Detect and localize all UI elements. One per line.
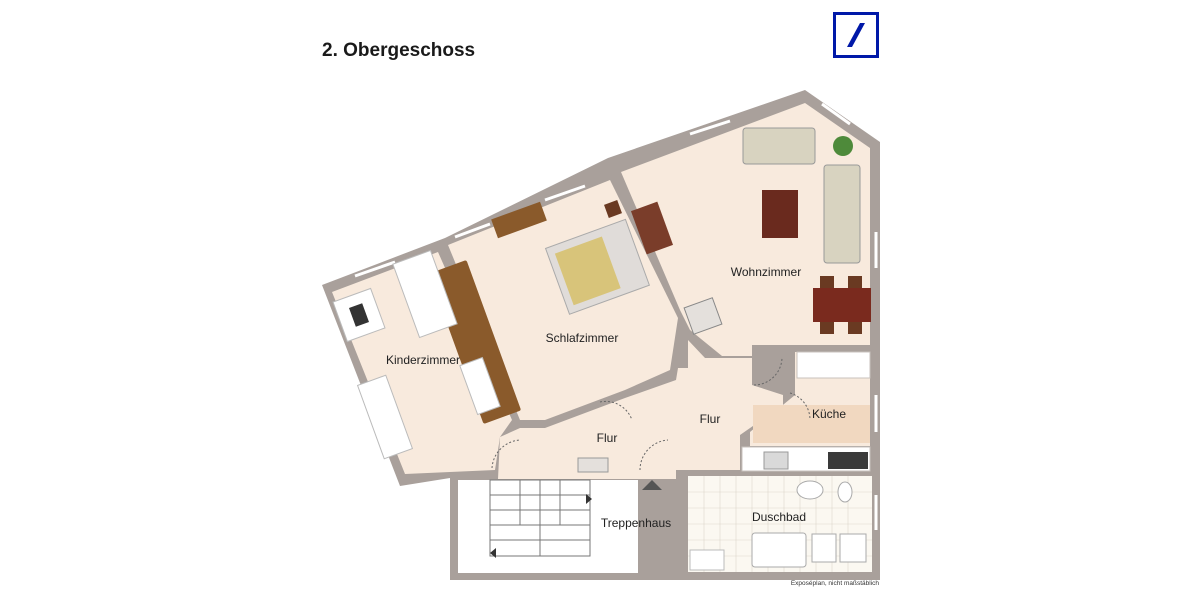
kids-bed — [392, 249, 458, 339]
room-label-flur-left: Flur — [596, 431, 618, 445]
armchair — [683, 297, 723, 335]
room-label-flur-right: Flur — [699, 412, 721, 426]
room-label-kueche: Küche — [811, 407, 847, 421]
deutsche-bank-logo-icon — [833, 12, 879, 58]
washing-machine — [811, 533, 837, 563]
kids-chair — [349, 303, 369, 327]
room-label-treppenhaus: Treppenhaus — [600, 516, 672, 530]
toilet — [837, 481, 853, 503]
kueche-counter-top — [796, 351, 871, 379]
wohnzimmer-floor — [621, 103, 870, 356]
bathtub — [751, 532, 807, 568]
room-label-duschbad: Duschbad — [751, 510, 807, 524]
bed-blanket — [554, 236, 621, 306]
washbasin — [796, 480, 824, 500]
stair-arrow-left — [490, 548, 496, 558]
stair-arrow-right — [586, 494, 592, 504]
nightstand — [604, 200, 622, 218]
room-label-schlafzimmer: Schlafzimmer — [545, 331, 619, 345]
wardrobe — [429, 260, 521, 424]
coffee-table — [762, 190, 798, 238]
kids-table — [459, 356, 501, 416]
dryer — [839, 533, 867, 563]
shower-tray — [689, 549, 725, 571]
page-title: 2. Obergeschoss — [322, 40, 476, 61]
plant — [833, 136, 853, 156]
flur-floor — [498, 340, 783, 479]
sink — [763, 451, 789, 470]
flur-cabinet — [577, 457, 609, 473]
room-label-kinderzimmer: Kinderzimmer — [385, 353, 461, 367]
stair-arrow — [642, 480, 662, 490]
dining-table — [813, 288, 871, 322]
kueche-tiles — [753, 405, 870, 443]
bedside-chest — [630, 201, 674, 255]
dresser — [491, 201, 547, 239]
stove — [828, 452, 868, 469]
stairs — [489, 479, 591, 557]
sofa-top — [742, 127, 816, 165]
sofa-side — [823, 164, 861, 264]
kids-shelf — [356, 374, 414, 460]
room-label-wohnzimmer: Wohnzimmer — [730, 265, 802, 279]
footer-note: Exposéplan, nicht maßstäblich — [790, 580, 879, 587]
